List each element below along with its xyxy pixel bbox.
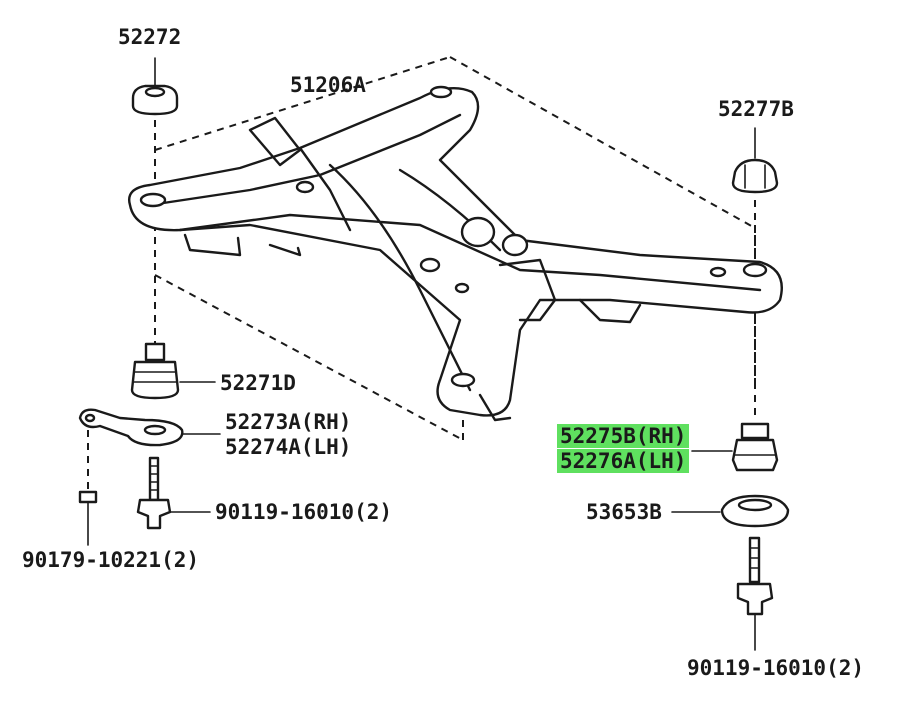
nut-small-drawing bbox=[78, 490, 98, 546]
stopper-bracket-drawing bbox=[78, 408, 221, 447]
bolt-left-drawing bbox=[136, 456, 211, 530]
mount-52277B-drawing bbox=[731, 127, 779, 194]
label-52276A-LH-highlighted: 52276A(LH) bbox=[557, 449, 690, 473]
washer-53653B-drawing bbox=[671, 494, 790, 528]
label-nut-small: 90179-10221(2) bbox=[22, 548, 200, 572]
label-bolt-right: 90119-16010(2) bbox=[687, 656, 865, 680]
label-52273A-RH: 52273A(RH) bbox=[225, 410, 352, 434]
label-52277B: 52277B bbox=[718, 97, 794, 121]
label-52272: 52272 bbox=[118, 25, 182, 49]
crossmember-drawing bbox=[128, 85, 783, 422]
label-53653B: 53653B bbox=[586, 500, 662, 524]
label-52271D: 52271D bbox=[220, 371, 296, 395]
mount-52271D-drawing bbox=[130, 342, 216, 400]
label-51206A: 51206A bbox=[290, 73, 366, 97]
label-bolt-left: 90119-16010(2) bbox=[215, 500, 393, 524]
mount-52275B-52276A-drawing bbox=[691, 422, 779, 472]
label-52275B-RH-highlighted: 52275B(RH) bbox=[557, 424, 690, 448]
mount-52272-drawing bbox=[131, 57, 179, 116]
label-52274A-LH: 52274A(LH) bbox=[225, 435, 352, 459]
bolt-right-drawing bbox=[736, 536, 774, 651]
